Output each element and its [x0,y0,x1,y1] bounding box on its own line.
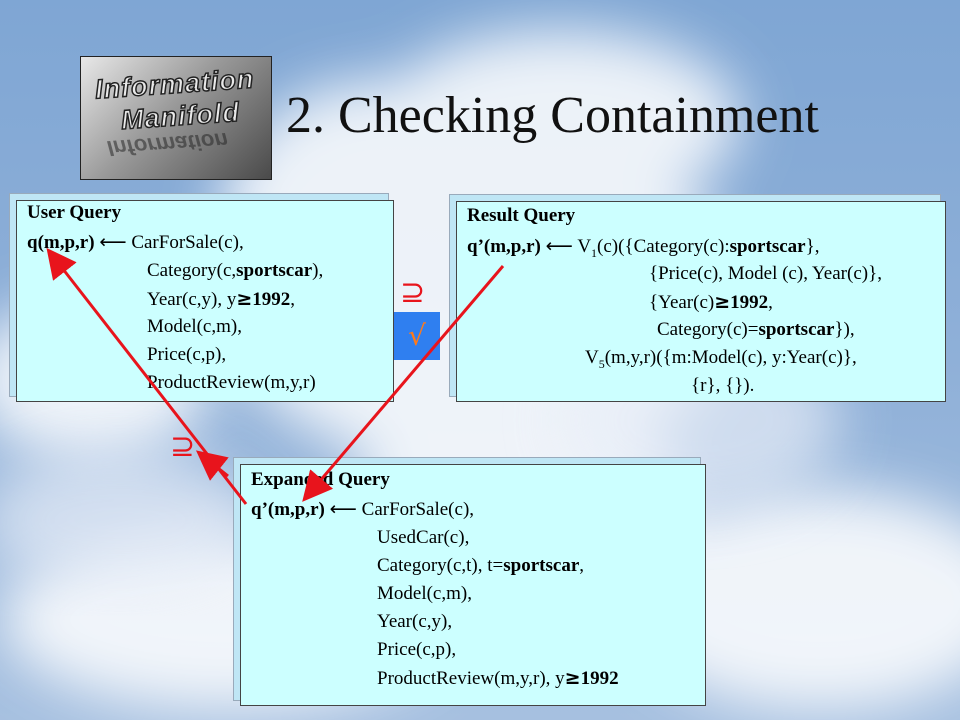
user-query-atom-year: Year(c,y), y≥1992, [147,288,296,310]
check-mark-icon: √ [408,319,426,352]
user-query-atom-category: Category(c,sportscar), [147,260,324,281]
user-query-atom-price: Price(c,p), [147,344,227,365]
implication-arrow: ⟵ [99,231,127,253]
user-query-box: User Query q(m,p,r) ⟵ CarForSale(c), Cat… [16,200,394,402]
result-query-header: Result Query [467,205,576,226]
expanded-query-atom-model: Model(c,m), [377,583,472,604]
expanded-query-atom-year: Year(c,y), [377,611,453,632]
expanded-query-atom-category: Category(c,t), t=sportscar, [377,555,584,576]
expanded-query-head-line: q’(m,p,r) ⟵ CarForSale(c), [251,497,474,522]
result-query-line3: {Price(c), Model (c), Year(c)}, [649,263,882,284]
result-query-box: Result Query q’(m,p,r) ⟵ V1(c)({Category… [456,201,946,402]
query-head: q’(m,p,r) [467,236,541,257]
superset-symbol-bottom: ⊇ [170,429,196,464]
user-query-header: User Query [27,202,122,223]
check-mark-box: √ [394,312,440,360]
result-query-head-line: q’(m,p,r) ⟵ V1(c)({Category(c):sportscar… [467,235,820,260]
expanded-query-header: Expanded Query [251,469,390,490]
query-head: q’(m,p,r) [251,499,325,520]
implication-arrow: ⟵ [545,235,573,257]
result-query-line7: {r}, {}). [691,375,755,396]
expanded-query-atom-review: ProductReview(m,y,r), y≥1992 [377,667,619,689]
implication-arrow: ⟵ [329,498,357,520]
superset-symbol-top: ⊇ [400,275,426,310]
information-manifold-logo: Information Manifold Information [80,56,272,180]
user-query-atom-review: ProductReview(m,y,r) [147,372,316,393]
query-atom: CarForSale(c), [361,499,475,520]
query-head: q(m,p,r) [27,232,95,253]
slide-title: 2. Checking Containment [286,87,819,144]
query-atom: CarForSale(c), [131,232,244,253]
result-query-v5-line: V5(m,y,r)({m:Model(c), y:Year(c)}, [585,347,857,371]
user-query-atom-model: Model(c,m), [147,316,242,337]
user-query-head-line: q(m,p,r) ⟵ CarForSale(c), [27,230,244,255]
expanded-query-atom-used: UsedCar(c), [377,527,470,548]
expanded-query-box: Expanded Query q’(m,p,r) ⟵ CarForSale(c)… [240,464,706,706]
result-query-line5: Category(c)=sportscar}), [657,319,855,340]
result-query-line4: {Year(c)≥1992, [649,291,773,313]
expanded-query-atom-price: Price(c,p), [377,639,457,660]
